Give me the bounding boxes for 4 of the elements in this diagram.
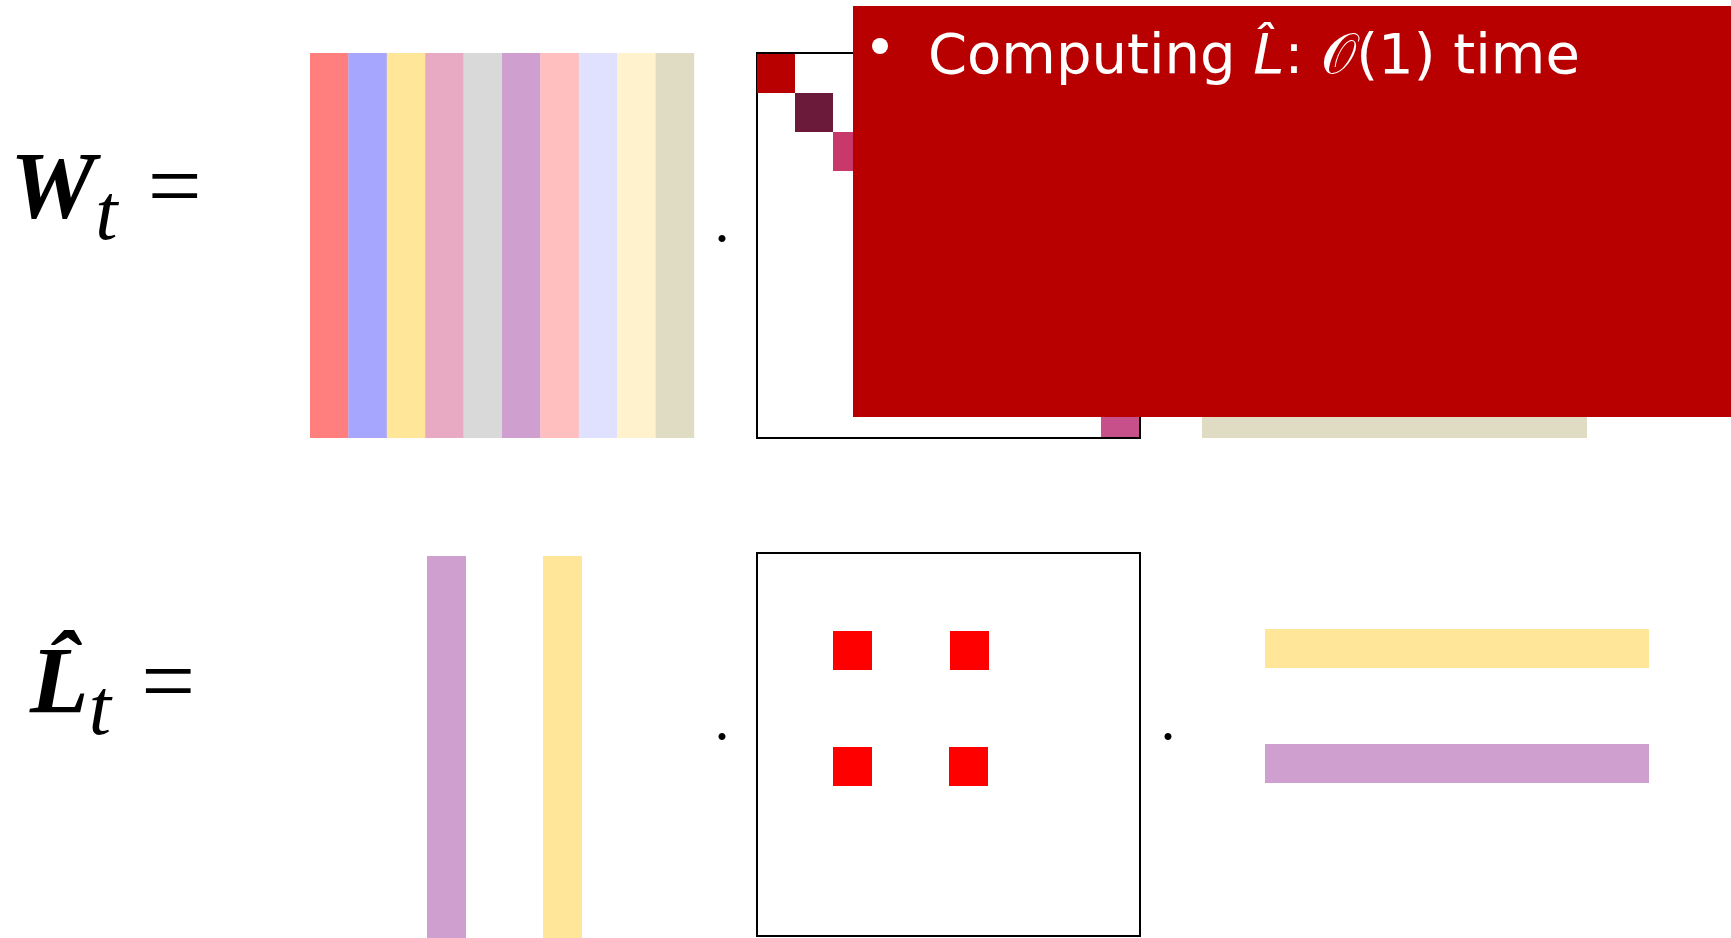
multiplication-dot: · [712, 706, 732, 766]
multiplication-dot: · [1158, 706, 1178, 766]
equation-label: W$_{t}$ = [10, 138, 207, 252]
multiplication-dot: · [712, 208, 732, 268]
